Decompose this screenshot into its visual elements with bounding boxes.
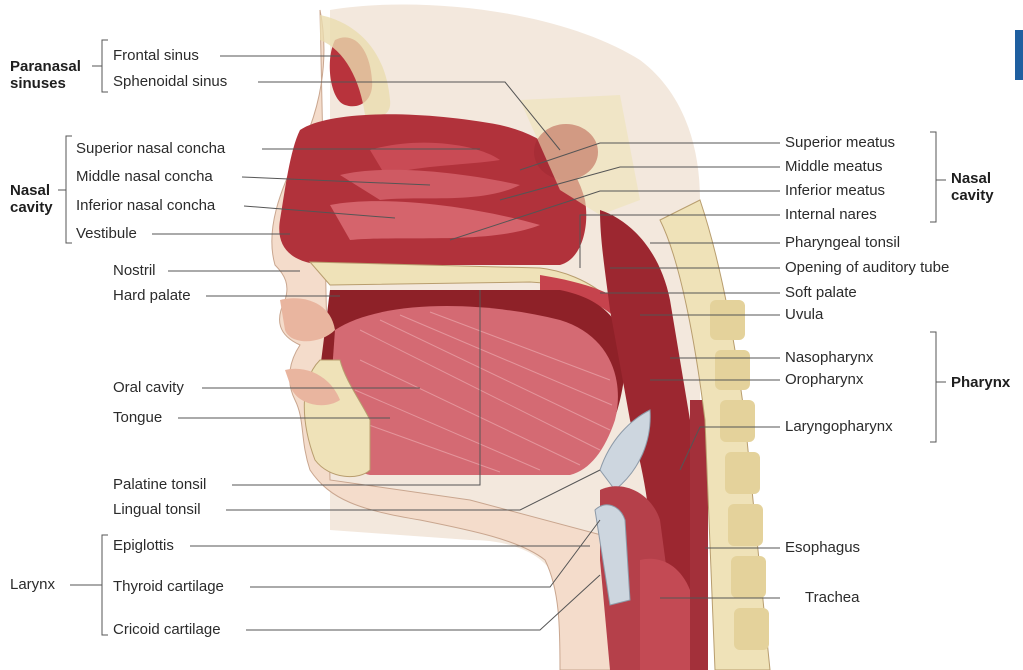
label-uvula: Uvula: [785, 306, 823, 324]
label-lingual-tonsil: Lingual tonsil: [113, 501, 201, 519]
label-tongue: Tongue: [113, 409, 162, 427]
label-inferior-nasal-concha: Inferior nasal concha: [76, 197, 215, 215]
group-pharynx: Pharynx: [951, 374, 1010, 391]
label-epiglottis: Epiglottis: [113, 537, 174, 555]
label-trachea: Trachea: [805, 589, 859, 607]
group-paranasal-sinuses: Paranasal sinuses: [10, 58, 81, 92]
label-palatine-tonsil: Palatine tonsil: [113, 476, 206, 494]
corner-accent-bar: [1015, 30, 1023, 80]
label-pharyngeal-tonsil: Pharyngeal tonsil: [785, 234, 900, 252]
label-hard-palate: Hard palate: [113, 287, 191, 305]
label-superior-nasal-concha: Superior nasal concha: [76, 140, 225, 158]
label-oral-cavity: Oral cavity: [113, 379, 184, 397]
label-opening-of-auditory-tube: Opening of auditory tube: [785, 259, 949, 277]
group-label-line: cavity: [10, 199, 53, 216]
group-label-line: sinuses: [10, 75, 81, 92]
group-label-line: Nasal: [10, 182, 53, 199]
label-esophagus: Esophagus: [785, 539, 860, 557]
label-nasopharynx: Nasopharynx: [785, 349, 873, 367]
group-label-line: Pharynx: [951, 374, 1010, 391]
label-superior-meatus: Superior meatus: [785, 134, 895, 152]
label-laryngopharynx: Laryngopharynx: [785, 418, 893, 436]
esophagus-shape: [690, 400, 708, 670]
label-thyroid-cartilage: Thyroid cartilage: [113, 578, 224, 596]
group-nasal-cavity-right: Nasal cavity: [951, 170, 994, 204]
label-internal-nares: Internal nares: [785, 206, 877, 224]
label-inferior-meatus: Inferior meatus: [785, 182, 885, 200]
group-label-line: Nasal: [951, 170, 994, 187]
label-middle-nasal-concha: Middle nasal concha: [76, 168, 213, 186]
group-label-line: Paranasal: [10, 58, 81, 75]
group-nasal-cavity-left: Nasal cavity: [10, 182, 53, 216]
label-cricoid-cartilage: Cricoid cartilage: [113, 621, 221, 639]
group-larynx: Larynx: [10, 576, 55, 594]
label-nostril: Nostril: [113, 262, 156, 280]
label-soft-palate: Soft palate: [785, 284, 857, 302]
group-label-line: cavity: [951, 187, 994, 204]
label-middle-meatus: Middle meatus: [785, 158, 883, 176]
label-frontal-sinus: Frontal sinus: [113, 47, 199, 65]
label-oropharynx: Oropharynx: [785, 371, 863, 389]
label-sphenoidal-sinus: Sphenoidal sinus: [113, 73, 227, 91]
tongue-shape: [330, 306, 618, 475]
label-vestibule: Vestibule: [76, 225, 137, 243]
